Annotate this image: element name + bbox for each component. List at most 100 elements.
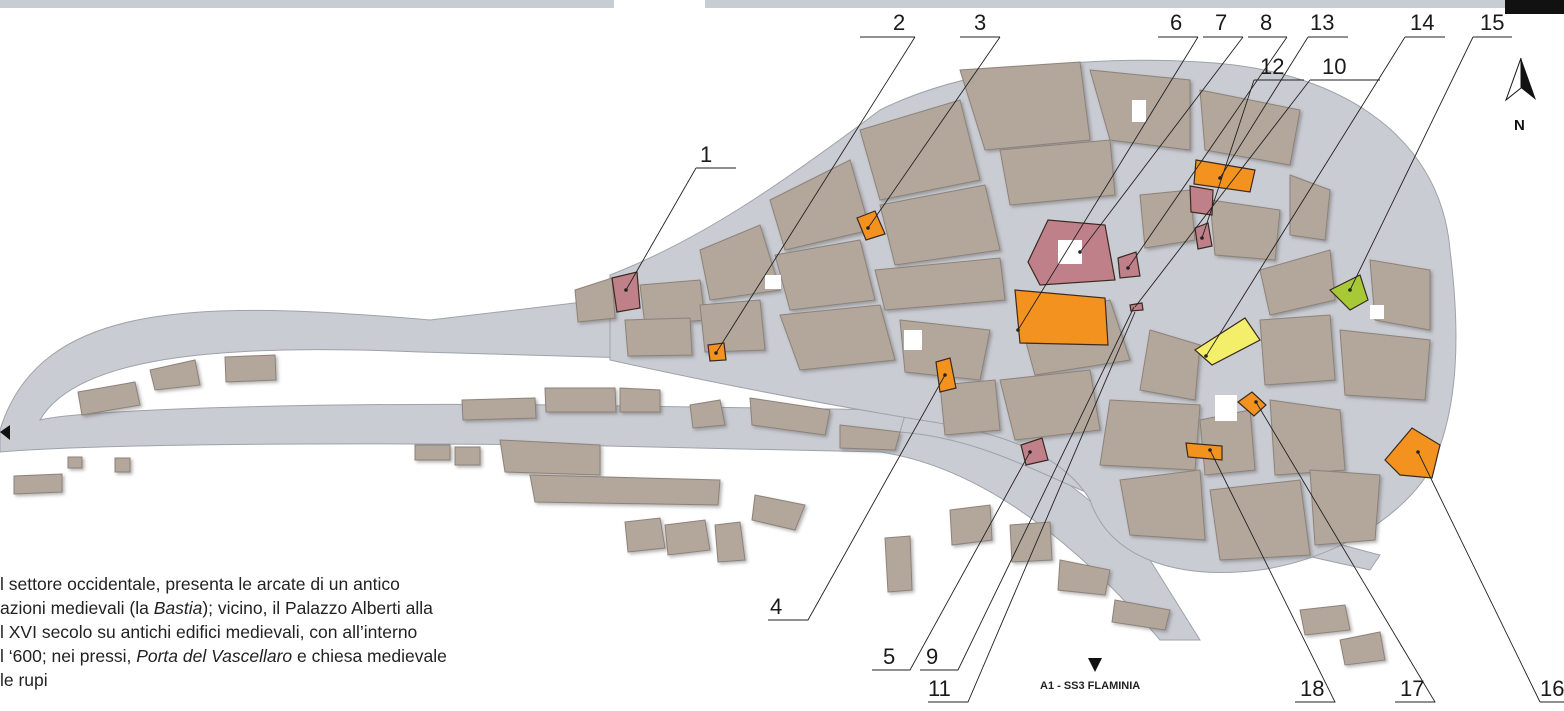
- callout-4: 4: [770, 594, 782, 619]
- building-block: [1209, 199, 1281, 261]
- buildings: [13, 61, 1431, 666]
- building-block: [899, 319, 991, 381]
- courtyards: [765, 100, 1384, 421]
- monument-1: [611, 271, 641, 313]
- building-outer: [454, 446, 481, 466]
- callout-6: 6: [1170, 10, 1182, 35]
- callout-18: 18: [1300, 676, 1324, 701]
- building-block: [1369, 259, 1431, 331]
- building-outer: [1111, 599, 1171, 631]
- building-outer: [414, 444, 451, 461]
- building-block: [1259, 314, 1336, 386]
- building-outer: [77, 381, 141, 416]
- monuments: [611, 159, 1441, 479]
- caption-line-2-start: azioni medievali (la: [0, 598, 154, 618]
- callout-11: 11: [928, 676, 951, 701]
- north-arrow-icon: N: [1504, 57, 1536, 134]
- callout-12: 12: [1260, 54, 1284, 79]
- building-outer: [749, 397, 831, 436]
- courtyard: [904, 330, 922, 350]
- callout-8: 8: [1260, 10, 1272, 35]
- building-outer: [714, 521, 746, 563]
- callout-3: 3: [974, 10, 986, 35]
- building-block: [1289, 174, 1331, 241]
- monument-13: [1193, 159, 1256, 193]
- header-bar-right: [705, 0, 1505, 8]
- building-block: [1139, 329, 1201, 401]
- building-outer: [751, 494, 806, 531]
- header-bar-left: [0, 0, 614, 8]
- building-outer: [529, 474, 721, 506]
- building-block: [1269, 399, 1346, 476]
- building-outer: [114, 457, 131, 473]
- building-block: [1139, 189, 1196, 249]
- caption-bastia: Bastia: [153, 598, 203, 618]
- building-outer: [1009, 521, 1053, 563]
- monument-11: [1129, 302, 1144, 312]
- building-block: [1119, 469, 1206, 541]
- caption-line-5: le rupi: [0, 670, 48, 690]
- caption-line-4-start: l ‘600; nei pressi,: [0, 646, 137, 666]
- building-block: [939, 379, 1001, 436]
- monument-13b: [1189, 185, 1214, 216]
- building-outer: [619, 387, 661, 413]
- callout-lines: [625, 36, 1564, 703]
- caption-line-4: l ‘600; nei pressi, Porta del Vascellaro…: [0, 644, 658, 668]
- building-block: [859, 99, 981, 201]
- building-block: [999, 139, 1116, 206]
- compass-label: N: [1514, 117, 1525, 134]
- courtyard: [1370, 305, 1384, 319]
- building-block: [1209, 479, 1311, 561]
- building-outer: [149, 359, 201, 391]
- building-outer: [689, 399, 726, 429]
- caption-line-3: l XVI secolo su antichi edifici medieval…: [0, 622, 418, 642]
- building-block: [624, 317, 693, 357]
- building-block: [779, 304, 896, 371]
- header-corner-block: [1505, 0, 1564, 14]
- building-block: [874, 257, 1006, 311]
- callout-dots: [624, 176, 1420, 454]
- caption-line-4-end: e chiesa medievale: [292, 646, 447, 666]
- building-outer: [499, 439, 601, 476]
- building-outer: [1299, 604, 1351, 636]
- building-block-west: [574, 277, 616, 323]
- road-label: A1 - SS3 FLAMINIA: [1040, 680, 1140, 692]
- callout-15: 15: [1480, 10, 1504, 35]
- monument-5: [1020, 437, 1049, 466]
- callout-14: 14: [1410, 10, 1434, 35]
- monument-18: [1185, 442, 1223, 461]
- caption-line-1: l settore occidentale, presenta le arcat…: [0, 574, 400, 594]
- building-block: [999, 369, 1101, 441]
- monument-15: [1328, 274, 1369, 311]
- courtyard: [1215, 395, 1237, 421]
- building-outer: [884, 535, 913, 593]
- building-outer: [664, 519, 711, 556]
- building-outer: [13, 473, 63, 495]
- callout-9: 9: [926, 644, 938, 669]
- callout-10: 10: [1322, 54, 1346, 79]
- monument-12: [1194, 222, 1213, 250]
- callout-17: 17: [1400, 676, 1424, 701]
- monument-6: [1014, 289, 1109, 346]
- building-outer: [1057, 559, 1111, 596]
- callout-2: 2: [893, 10, 905, 35]
- church-courtyard: [1058, 240, 1082, 264]
- callout-16: 16: [1540, 676, 1564, 701]
- monument-16: [1384, 427, 1441, 479]
- caption-line-2-end: ); vicino, il Palazzo Alberti alla: [202, 598, 433, 618]
- description-text: l settore occidentale, presenta le arcat…: [0, 572, 658, 692]
- building-outer: [624, 517, 666, 553]
- callout-13: 13: [1310, 10, 1334, 35]
- building-outer: [1339, 631, 1386, 666]
- building-outer: [544, 387, 617, 413]
- building-outer: [949, 504, 993, 546]
- building-block: [1259, 249, 1336, 316]
- monument-14: [1194, 317, 1261, 366]
- building-block: [1309, 469, 1381, 546]
- caption-porta-vascellaro: Porta del Vascellaro: [136, 646, 293, 666]
- building-block: [1099, 399, 1201, 471]
- callout-7: 7: [1215, 10, 1227, 35]
- monument-17: [1237, 391, 1267, 417]
- callout-1: 1: [700, 142, 712, 167]
